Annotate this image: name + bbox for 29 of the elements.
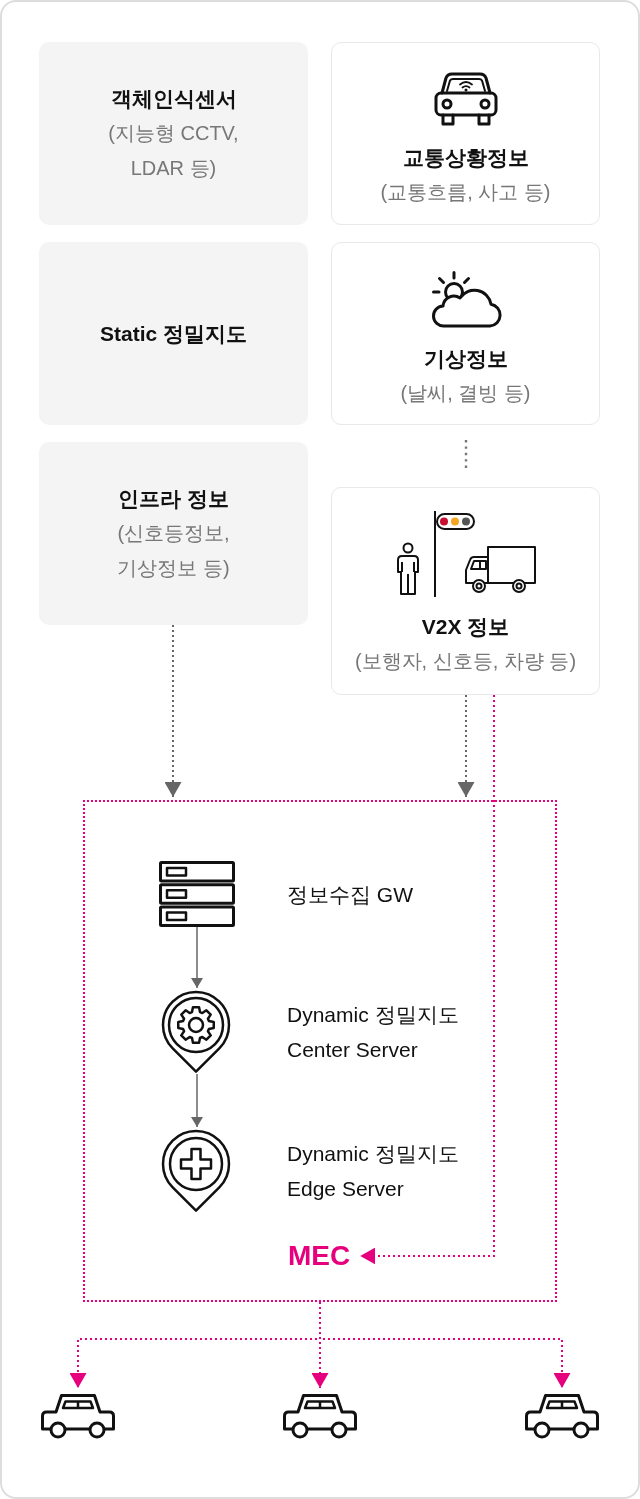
car-icon: [40, 1392, 116, 1439]
car-icon: [282, 1392, 358, 1439]
info-card: [331, 42, 600, 225]
dotted-frame: [83, 800, 557, 1302]
car-icon: [524, 1392, 600, 1439]
caption-text: Dynamic 정밀지도 Edge Server: [287, 1141, 460, 1202]
card-title: 교통상황정보: [402, 145, 529, 171]
dotted-arrow: [319, 1301, 571, 1389]
card-title: V2X 정보: [421, 614, 510, 640]
card-title: Static 정밀지도: [100, 321, 247, 347]
card-title: 기상정보: [423, 346, 508, 372]
card-title: 인프라 정보: [118, 486, 229, 512]
arrow: [191, 1073, 203, 1128]
arrow: [191, 926, 203, 989]
card-subtitle: (신호등정보, 기상정보 등): [116, 521, 231, 581]
caption-text: 정보수집 GW: [287, 881, 413, 908]
dotted-arrow: [359, 694, 495, 1265]
card-subtitle: (보행자, 신호등, 차량 등): [354, 649, 577, 674]
card-title: 객체인식센서: [110, 86, 237, 112]
section-heading: MEC: [288, 1238, 351, 1274]
card-subtitle: (지능형 CCTV, LDAR 등): [107, 121, 240, 181]
info-card: [331, 242, 600, 425]
dotted-arrow: [164, 624, 182, 798]
dotted-arrow: [457, 694, 475, 798]
card-subtitle: (날씨, 결빙 등): [400, 381, 531, 406]
card-subtitle: (교통흐름, 사고 등): [380, 180, 551, 205]
caption-text: Dynamic 정밀지도 Center Server: [287, 1002, 460, 1063]
info-card: [331, 487, 600, 695]
info-card: [39, 442, 308, 625]
